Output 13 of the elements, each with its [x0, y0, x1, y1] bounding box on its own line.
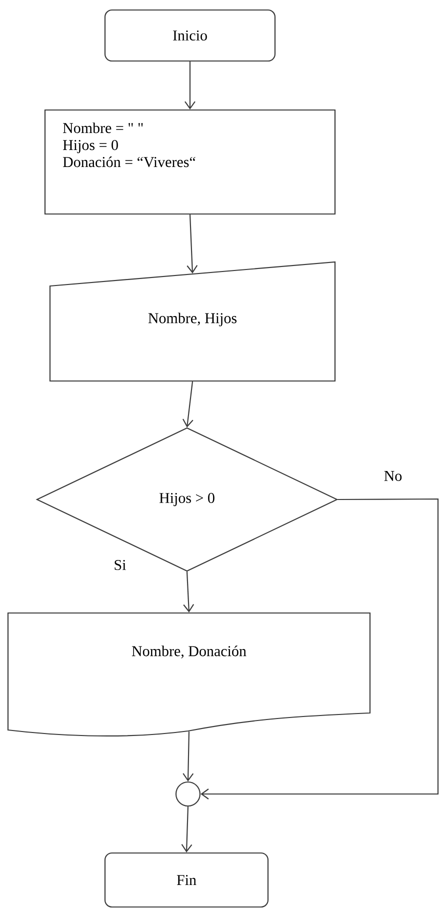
- arrow: [182, 381, 194, 428]
- terminal-box: Inicio: [104, 9, 276, 62]
- arrow: [186, 214, 198, 274]
- arrow: [183, 572, 194, 612]
- arrow: [182, 732, 194, 782]
- edge-label: No: [382, 470, 404, 482]
- connector-circle: [175, 781, 201, 807]
- arrow: [200, 498, 439, 800]
- arrow: [184, 62, 196, 110]
- edge-label: Si: [112, 558, 128, 572]
- arrow: [181, 806, 192, 852]
- terminal-box: Fin: [104, 852, 269, 908]
- process-box: Nombre = " " Hijos = 0 Donación = “Viveres“: [44, 109, 336, 215]
